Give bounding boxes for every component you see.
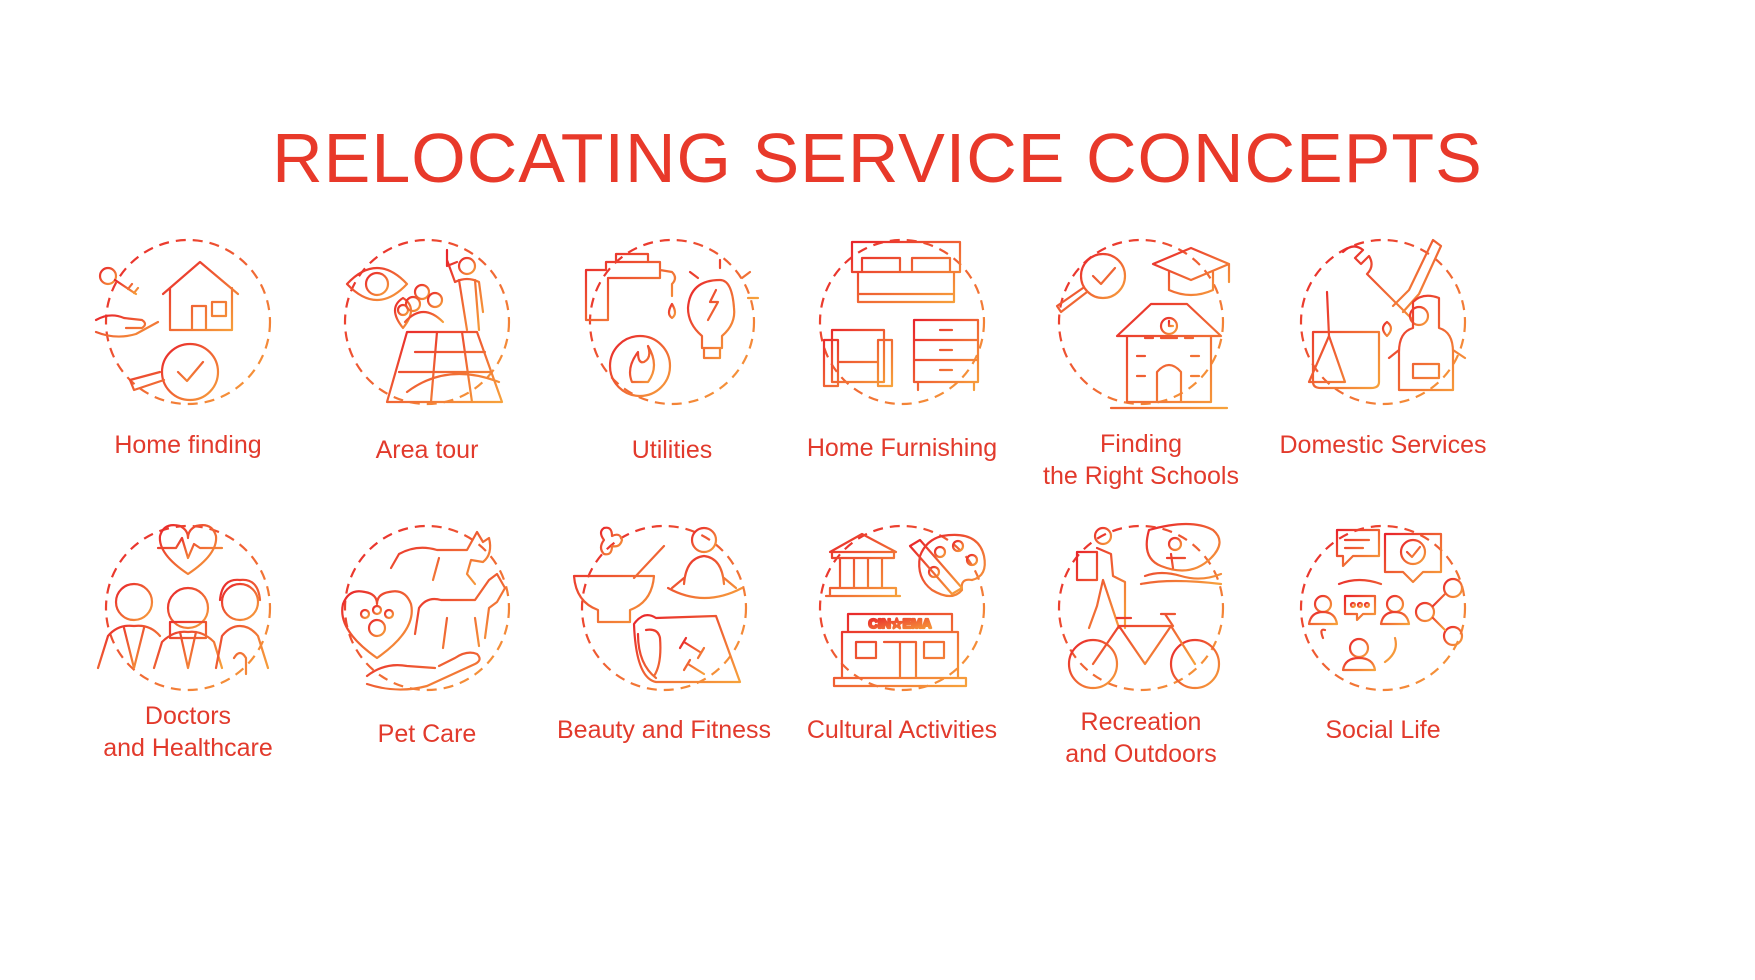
healthcare-icon bbox=[96, 524, 272, 692]
page-title: RELOCATING SERVICE CONCEPTS bbox=[272, 119, 1483, 197]
concept-label: Home Furnishing bbox=[806, 434, 998, 462]
concept-label: Area tour bbox=[375, 436, 479, 464]
concept-label: Domestic Services bbox=[1279, 431, 1487, 459]
recreation-outdoors-icon bbox=[1057, 522, 1225, 692]
domestic-services-icon bbox=[1299, 238, 1467, 406]
concept-label: Utilities bbox=[631, 436, 713, 464]
area-tour-icon bbox=[343, 238, 511, 406]
utilities-icon bbox=[584, 238, 760, 406]
concept-label: Social Life bbox=[1325, 716, 1441, 744]
home-furnishing-icon bbox=[818, 238, 986, 406]
social-life-icon bbox=[1299, 524, 1467, 692]
cultural-activities-icon: CIN★EMA bbox=[818, 524, 986, 692]
pet-care-icon bbox=[341, 524, 511, 692]
home-finding-icon bbox=[94, 238, 272, 406]
concept-label: Beauty and Fitness bbox=[556, 716, 771, 744]
concept-label: Pet Care bbox=[377, 720, 477, 748]
schools-icon bbox=[1055, 238, 1231, 410]
concept-label: Cultural Activities bbox=[806, 716, 998, 744]
concept-label: Home finding bbox=[114, 431, 262, 459]
svg-text:CIN★EMA: CIN★EMA bbox=[869, 616, 933, 631]
beauty-fitness-icon bbox=[572, 524, 748, 692]
